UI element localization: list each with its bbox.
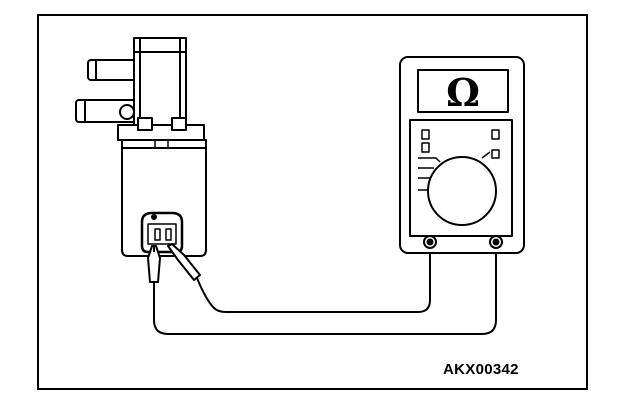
- rotary-dial: [427, 156, 497, 226]
- probe-right: [167, 243, 201, 281]
- meter-display: [417, 69, 509, 113]
- lead-right: [196, 244, 431, 313]
- ohm-symbol: Ω: [446, 70, 480, 115]
- function-square-tr2: [491, 149, 500, 159]
- probe-left: [147, 245, 161, 283]
- function-square-tr: [491, 129, 500, 140]
- function-square-tl2: [421, 142, 430, 153]
- figure-code: AKX00342: [443, 361, 519, 378]
- test-leads: [153, 244, 497, 335]
- lead-left: [153, 244, 497, 335]
- valve-flange: [117, 124, 205, 141]
- multimeter: [399, 56, 525, 254]
- solenoid-valve: [75, 37, 207, 257]
- test-probes: [147, 243, 201, 283]
- function-square-tl: [421, 129, 430, 140]
- diagram-frame: [37, 14, 588, 390]
